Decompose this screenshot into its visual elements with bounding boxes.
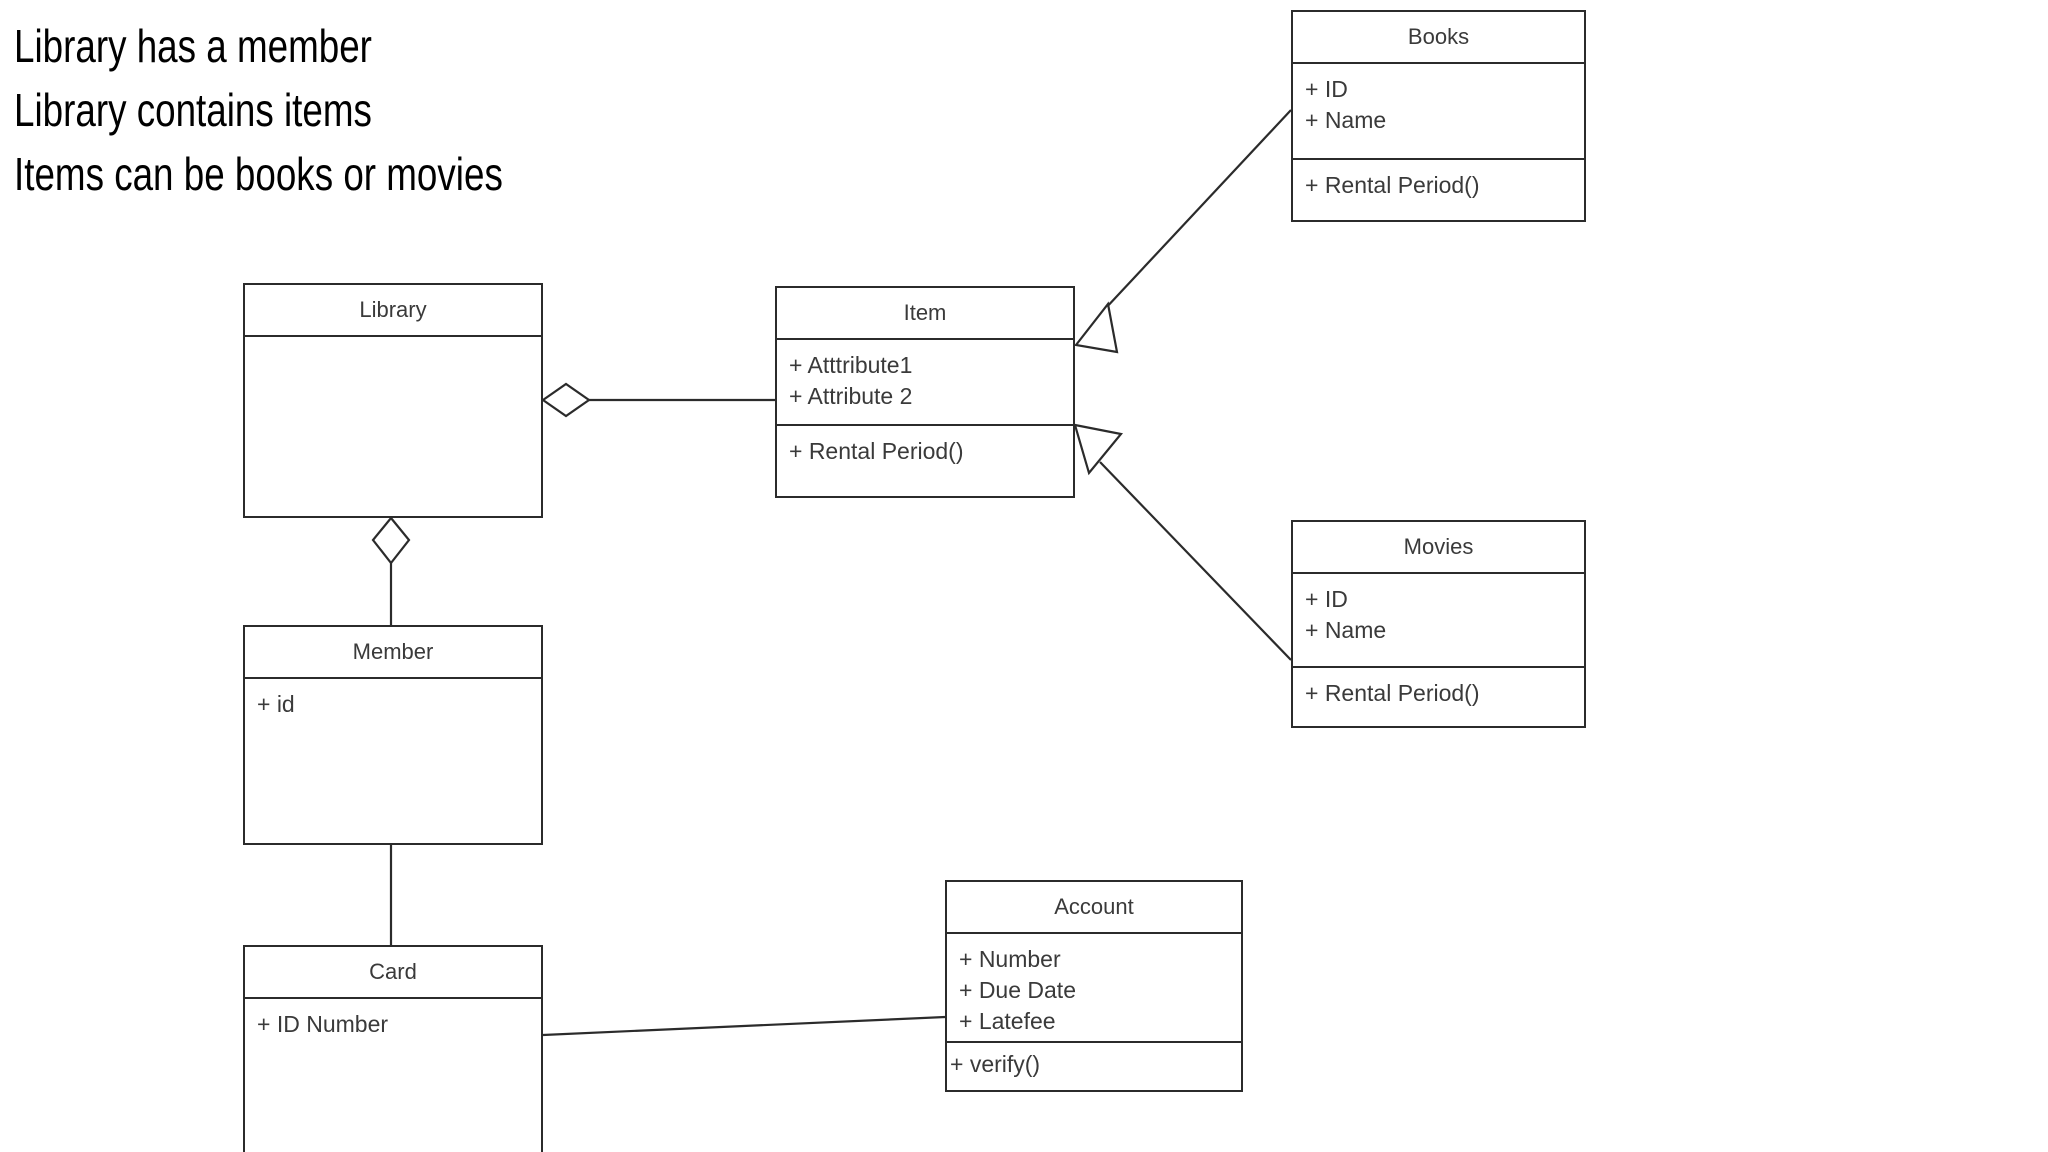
- class-attributes-account: + Number + Due Date + Latefee: [947, 934, 1241, 1041]
- attribute-row: + Atttribute1: [789, 352, 913, 378]
- edge-card-account-line: [542, 1015, 946, 1037]
- attribute-row: + ID: [1305, 76, 1348, 102]
- attribute-row: + Name: [1305, 107, 1387, 133]
- diagram-notes: Library has a member Library contains it…: [14, 14, 954, 206]
- attribute-row: + Attribute 2: [789, 383, 913, 409]
- class-box-library[interactable]: Library: [243, 283, 543, 518]
- attribute-row: + ID Number: [257, 1011, 389, 1037]
- class-title-member: Member: [245, 627, 541, 679]
- class-title-account: Account: [947, 882, 1241, 934]
- operation-row: + Rental Period(): [1305, 172, 1480, 198]
- class-box-member[interactable]: Member + id: [243, 625, 543, 845]
- class-attributes-library: [245, 337, 541, 516]
- edge-card-account: [542, 1015, 946, 1037]
- class-title-library: Library: [245, 285, 541, 337]
- class-box-movies[interactable]: Movies + ID + Name + Rental Period(): [1291, 520, 1586, 728]
- attribute-row: + Name: [1305, 617, 1387, 643]
- attribute-row: + Number: [959, 946, 1061, 972]
- class-attributes-item: + Atttribute1 + Attribute 2: [777, 340, 1073, 424]
- generalization-arrow-movies-item: [1073, 423, 1124, 476]
- edge-books-item: [1074, 109, 1292, 354]
- generalization-arrow-books-item: [1074, 301, 1119, 354]
- attribute-row: + Due Date: [959, 977, 1076, 1003]
- note-line-2: Library contains items: [14, 84, 372, 136]
- class-attributes-books: + ID + Name: [1293, 64, 1584, 158]
- aggregation-diamond-library-item: [541, 382, 591, 418]
- attribute-row: + ID: [1305, 586, 1348, 612]
- operation-row: + Rental Period(): [1305, 680, 1480, 706]
- attribute-row: + id: [257, 691, 295, 717]
- class-title-movies: Movies: [1293, 522, 1584, 574]
- class-title-card: Card: [245, 947, 541, 999]
- class-box-account[interactable]: Account + Number + Due Date + Latefee + …: [945, 880, 1243, 1092]
- edge-library-item: [541, 382, 775, 418]
- edge-library-member: [371, 516, 411, 625]
- class-title-item: Item: [777, 288, 1073, 340]
- class-attributes-member: + id: [245, 679, 541, 843]
- class-operations-account: + verify(): [947, 1041, 1241, 1093]
- class-title-books: Books: [1293, 12, 1584, 64]
- class-box-books[interactable]: Books + ID + Name + Rental Period(): [1291, 10, 1586, 222]
- class-operations-item: + Rental Period(): [777, 424, 1073, 496]
- operation-row: + verify(): [950, 1051, 1041, 1077]
- class-operations-movies: + Rental Period(): [1293, 666, 1584, 726]
- edge-movies-item: [1073, 423, 1292, 661]
- edge-books-item-line: [1103, 109, 1292, 311]
- class-box-item[interactable]: Item + Atttribute1 + Attribute 2 + Renta…: [775, 286, 1075, 498]
- attribute-row: + Latefee: [959, 1008, 1056, 1034]
- note-line-1: Library has a member: [14, 20, 372, 72]
- class-attributes-card: + ID Number: [245, 999, 541, 1152]
- class-attributes-movies: + ID + Name: [1293, 574, 1584, 666]
- class-operations-books: + Rental Period(): [1293, 158, 1584, 220]
- class-box-card[interactable]: Card + ID Number: [243, 945, 543, 1152]
- edge-movies-item-line: [1099, 461, 1292, 661]
- operation-row: + Rental Period(): [789, 438, 964, 464]
- aggregation-diamond-library-member: [371, 516, 411, 565]
- note-line-3: Items can be books or movies: [14, 148, 503, 200]
